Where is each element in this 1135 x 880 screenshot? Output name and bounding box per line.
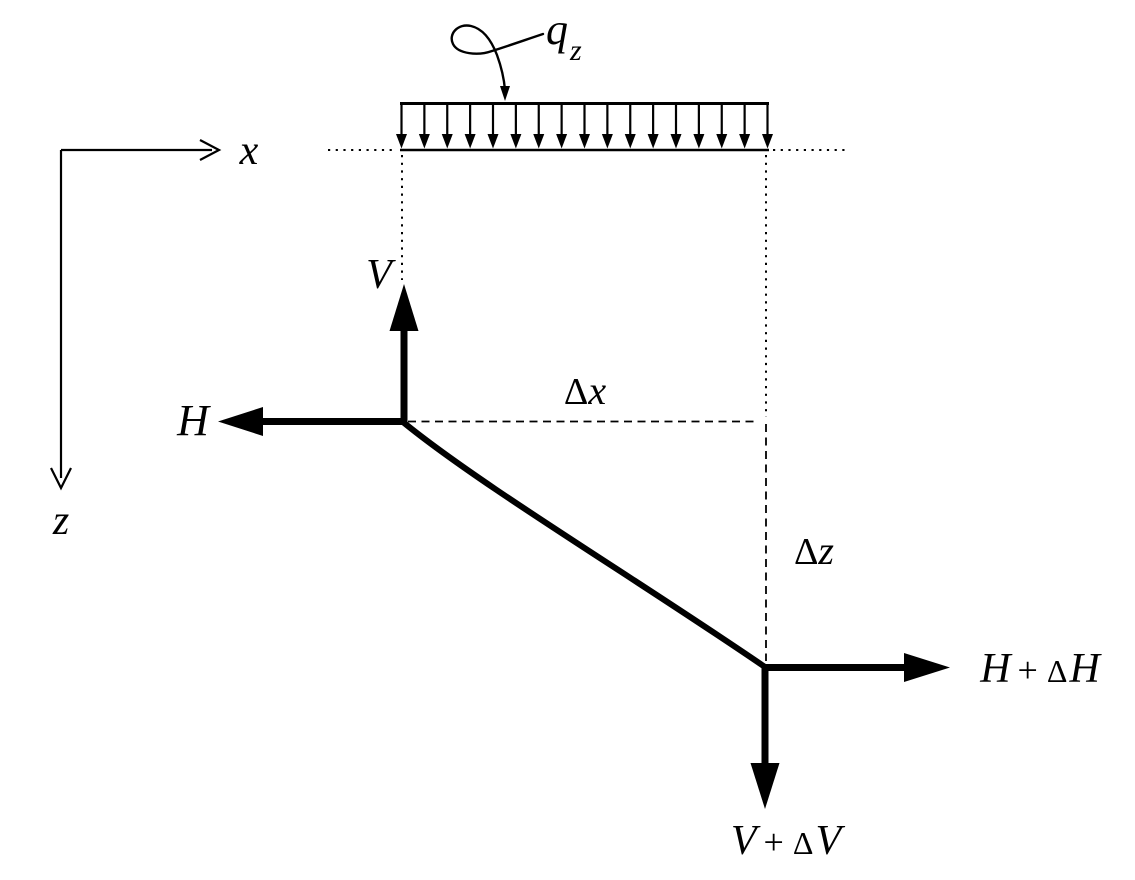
delta-x-var: x [588, 368, 607, 413]
load-arrow-head-icon [464, 134, 476, 149]
leader-curl-line [450, 24, 545, 92]
x-axis-label: x [239, 128, 259, 174]
force-h-dh-label: H + Δ H [980, 648, 1100, 690]
load-arrow-head-icon [739, 134, 751, 149]
v-dv-first: V [730, 818, 757, 864]
force-h-label: H [177, 396, 209, 445]
load-arrow-head-icon [693, 134, 705, 149]
z-axis-label: z [52, 498, 70, 544]
h-dh-delta: Δ [1046, 653, 1068, 689]
h-dh-first: H [980, 646, 1011, 692]
v-dv-plus: + [763, 822, 784, 862]
load-label-leader [450, 24, 545, 101]
h-dh-second: H [1069, 646, 1100, 692]
delta-z-label: Δ z [793, 528, 835, 573]
force-arrow-v [389, 284, 419, 422]
load-arrow-head-icon [670, 134, 682, 149]
load-arrow-head-icon [601, 134, 613, 149]
force-v-label: V [366, 252, 392, 298]
load-arrow-head-icon [487, 134, 499, 149]
h-dh-plus: + [1017, 650, 1038, 690]
load-arrow-head-icon [441, 134, 453, 149]
delta-x-symbol: Δ [563, 371, 589, 413]
force-arrow-h-plus-dh [765, 653, 950, 682]
force-v-dv-label: V + Δ V [731, 820, 841, 862]
cable-curve [400, 419, 768, 670]
load-arrow-head-icon [624, 134, 636, 149]
force-arrow-h [218, 407, 404, 436]
load-arrow-head-icon [716, 134, 728, 149]
load-arrow-head-icon [579, 134, 590, 149]
h-dh-arrow-head-icon [904, 653, 950, 682]
load-arrow-head-icon [418, 134, 430, 149]
load-label-subscript: z [570, 34, 582, 67]
delta-x-label: Δ x [563, 368, 607, 413]
v-arrow-head-icon [389, 284, 419, 331]
coordinate-axes [50, 139, 222, 491]
h-arrow-head-icon [218, 407, 263, 436]
load-arrow-head-icon [510, 134, 522, 149]
delta-z-var: z [818, 528, 835, 573]
load-arrow-head-icon [762, 134, 773, 149]
v-dv-delta: Δ [792, 825, 814, 861]
force-arrow-v-plus-dv [750, 667, 780, 809]
load-label-qz: q z [546, 8, 582, 66]
v-dv-second: V [815, 818, 842, 864]
leader-arrow-head-icon [500, 86, 510, 101]
load-arrow-head-icon [647, 134, 659, 149]
distributed-load-arrows [396, 105, 773, 149]
load-arrow-head-icon [533, 134, 545, 149]
z-axis-arrow-icon [50, 467, 72, 491]
construction-lines [401, 155, 767, 661]
load-arrow-head-icon [556, 134, 568, 149]
load-arrow-head-icon [396, 134, 407, 149]
v-dv-arrow-head-icon [750, 763, 780, 809]
distributed-load [328, 102, 848, 152]
load-label-base: q [546, 5, 568, 54]
delta-z-symbol: Δ [793, 531, 819, 573]
x-axis-arrow-icon [199, 139, 222, 161]
